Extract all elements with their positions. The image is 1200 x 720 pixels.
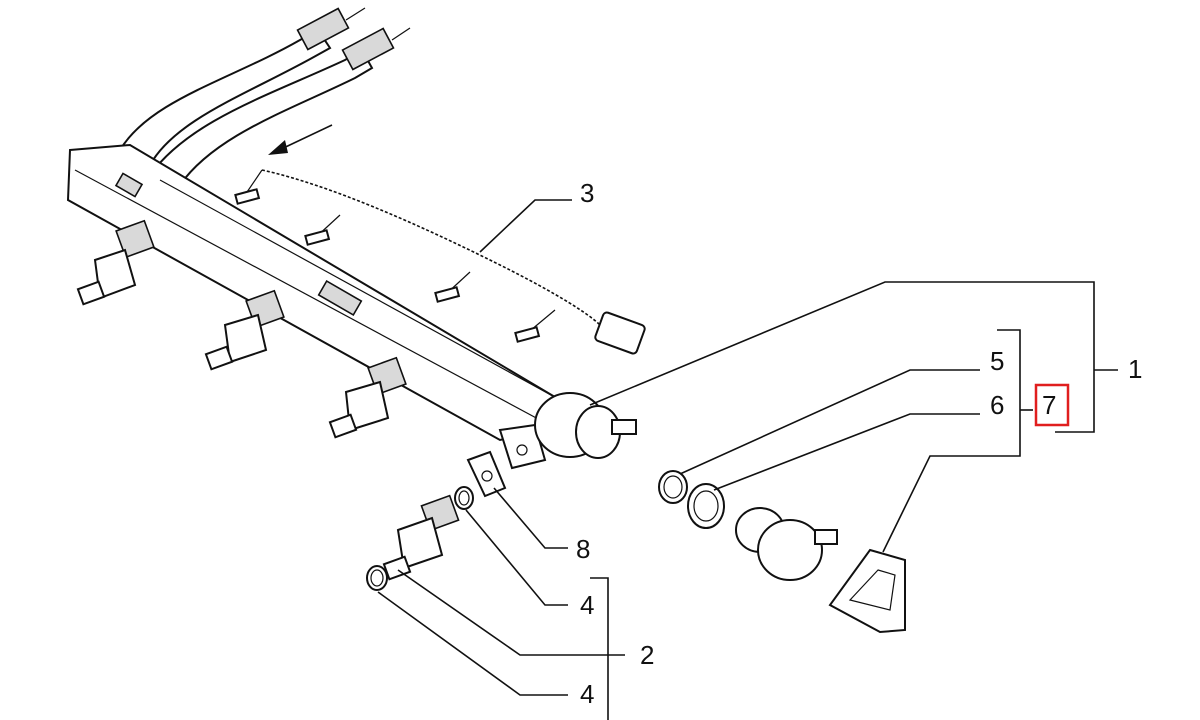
o-ring-part-4-lower: [366, 565, 388, 591]
wiring-harness: [234, 169, 646, 355]
leader-lines: [377, 199, 1118, 720]
injector-mounted-2: [204, 289, 285, 371]
label-4-upper: 4: [580, 590, 594, 620]
label-4-lower: 4: [580, 679, 594, 709]
label-2: 2: [640, 640, 654, 670]
label-7: 7: [1042, 390, 1056, 420]
label-5: 5: [990, 346, 1004, 376]
label-6: 6: [990, 390, 1004, 420]
fuel-rail: [66, 143, 562, 470]
fuel-hoses: [118, 7, 411, 187]
pressure-regulator-part: [735, 507, 838, 581]
injector-mounted-1: [76, 219, 155, 306]
o-ring-part-4-upper: [454, 486, 474, 510]
arrow-left-icon: [268, 124, 333, 155]
label-8: 8: [576, 534, 590, 564]
o-ring-part-5: [658, 470, 688, 504]
pressure-regulator-mounted: [534, 392, 637, 459]
injector-part-2: [382, 494, 460, 581]
label-1: 1: [1128, 354, 1142, 384]
injector-mounted-3: [328, 356, 407, 439]
label-3: 3: [580, 178, 594, 208]
clip-part-8: [466, 450, 507, 498]
highlight-box: [1034, 383, 1070, 427]
retainer-bracket: [828, 548, 906, 634]
o-ring-part-6: [687, 483, 725, 529]
